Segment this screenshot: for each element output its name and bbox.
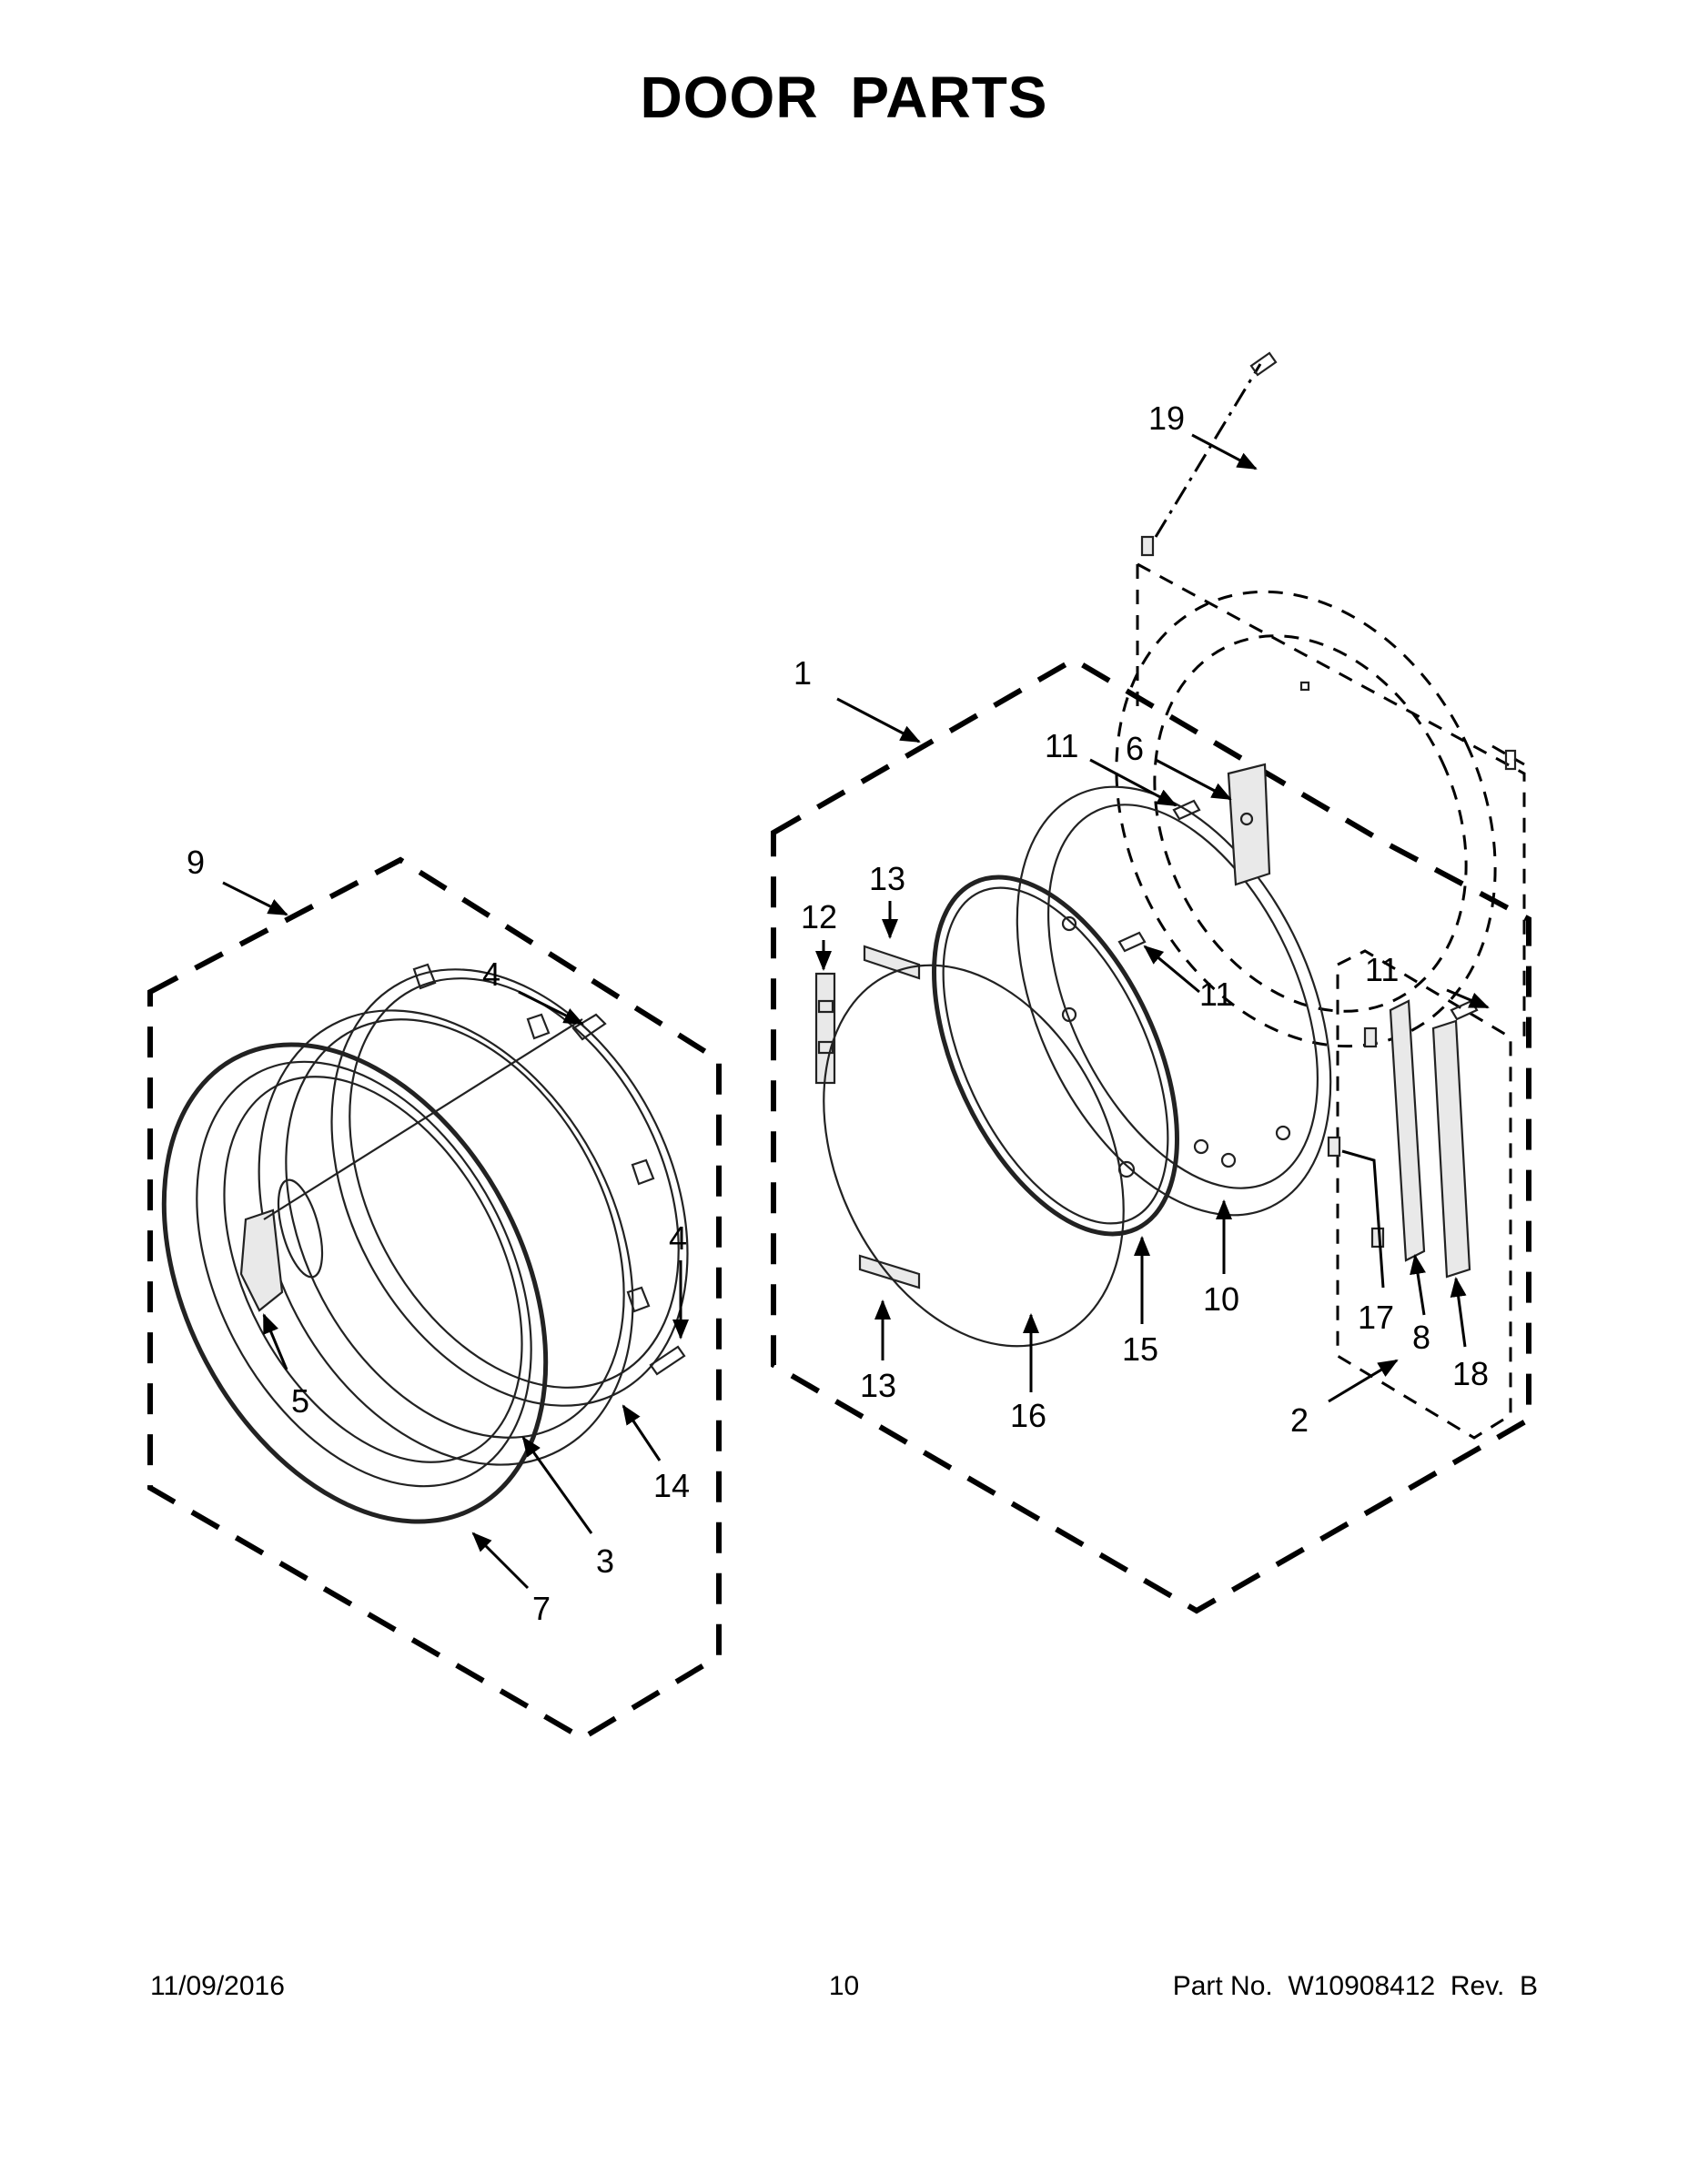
callout-8: 8: [1412, 1319, 1430, 1356]
screw-line-4: [263, 1018, 583, 1220]
footer-part-number: Part No. W10908412 Rev. B: [1172, 1971, 1538, 2001]
callout-6: 6: [1126, 730, 1144, 767]
group-9-outline: [147, 856, 722, 1742]
callout-11a: 11: [1045, 727, 1078, 764]
leader-3: [521, 1436, 593, 1534]
callout-4a: 4: [482, 956, 500, 993]
leader-14: [622, 1404, 662, 1461]
callout-3: 3: [596, 1542, 614, 1580]
leader-11a: [1089, 758, 1178, 807]
glass-16: [823, 964, 1125, 1348]
screw-11-b: [1117, 931, 1147, 953]
callout-10: 10: [1203, 1280, 1239, 1318]
gasket-15: [932, 875, 1179, 1237]
handle-5: [239, 1178, 324, 1312]
hinge-block-12: [814, 972, 836, 1085]
leader-8: [1410, 1254, 1426, 1316]
callout-7: 7: [532, 1590, 551, 1627]
leader-18: [1450, 1277, 1467, 1348]
callout-15: 15: [1122, 1330, 1158, 1368]
screw-4-top: [571, 1013, 607, 1041]
callout-2: 2: [1290, 1401, 1309, 1439]
clip-13-top: [863, 945, 921, 980]
bracket-6: [1227, 763, 1271, 886]
callout-4b: 4: [669, 1219, 687, 1257]
inner-door-10: [1016, 785, 1332, 1217]
callout-19: 19: [1148, 399, 1185, 437]
leader-6: [1155, 758, 1232, 801]
footer-page-number: 10: [828, 1971, 860, 2001]
hinge-8: [1389, 999, 1426, 1262]
leader-11b: [1143, 945, 1200, 994]
leader-17: [1341, 1149, 1385, 1289]
callout-9: 9: [187, 844, 205, 881]
callout-13a: 13: [869, 860, 905, 897]
leader-1: [836, 697, 921, 743]
footer-date: 11/09/2016: [150, 1971, 285, 2001]
callout-5: 5: [291, 1382, 309, 1420]
leader-2: [1328, 1359, 1399, 1403]
group-1-outline: [771, 656, 1531, 1614]
screw-19: [1140, 351, 1278, 557]
hinge-plate-18: [1431, 1019, 1471, 1279]
leader-11c: [1446, 988, 1490, 1009]
group-2-outline: [1336, 949, 1512, 1440]
door-bezel-14: [330, 963, 689, 1407]
clip-13-bottom: [858, 1254, 921, 1289]
leader-19: [1191, 433, 1258, 470]
door-ring-3: [258, 1009, 634, 1466]
cabinet-outline: [1115, 562, 1526, 1048]
callout-12: 12: [801, 898, 837, 935]
page-title: DOOR PARTS: [640, 65, 1048, 130]
screw-4-right: [649, 1345, 686, 1376]
callout-1: 1: [793, 654, 812, 692]
leader-4a: [518, 990, 584, 1026]
screw-11-c: [1450, 999, 1479, 1021]
leader-5: [262, 1313, 288, 1370]
leader-7: [471, 1532, 530, 1590]
callout-17: 17: [1358, 1299, 1394, 1336]
callout-18: 18: [1452, 1355, 1489, 1392]
leader-9: [222, 881, 288, 916]
callout-11b: 11: [1199, 976, 1233, 1013]
callout-14: 14: [653, 1467, 690, 1504]
callout-16: 16: [1010, 1397, 1046, 1434]
callout-11c: 11: [1365, 951, 1399, 988]
screw-11-a: [1172, 799, 1201, 821]
callout-13b: 13: [860, 1367, 896, 1404]
